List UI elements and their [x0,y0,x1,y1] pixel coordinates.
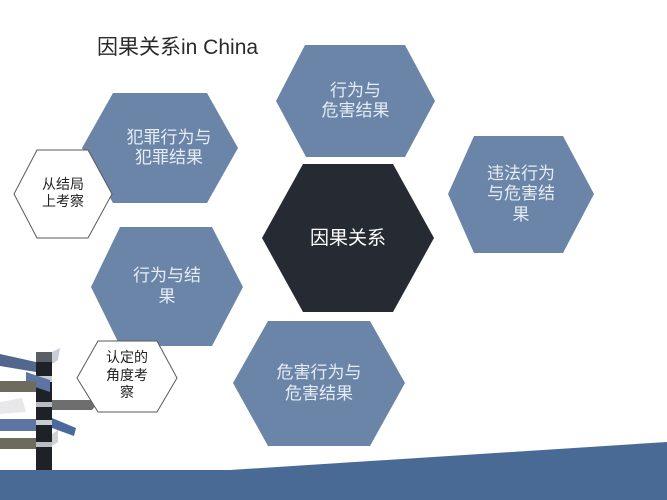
label-line: 从结局 [42,176,84,193]
label-line: 行为与结 [133,266,201,287]
label-line: 察 [120,385,134,402]
title-english: in China [181,36,259,59]
hex-node-top-left [82,93,238,203]
hex-node-bottom [233,321,405,446]
bottom-band [0,442,667,500]
hex-node-right [448,136,594,253]
center-label: 因果关系 [262,164,434,312]
signpost-icon [0,348,96,470]
label-line: 认定的 [106,350,148,367]
label-line: 犯罪行为与 [126,127,212,148]
label-line: 危害结果 [285,383,353,404]
node-label-top-left: 犯罪行为与 犯罪结果 [100,93,238,203]
annotation-label-from-determination: 认定的 角度考 察 [77,341,177,412]
center-label-text: 因果关系 [309,226,386,249]
node-label-bottom: 危害行为与 危害结果 [233,321,405,446]
annotation-label-from-outcome: 从结局 上考察 [14,150,112,238]
hex-annotation-from-determination [76,340,178,413]
node-label-mid-left: 行为与结 果 [91,227,243,346]
label-line: 犯罪结果 [135,148,203,168]
label-line: 与危害结 [487,184,555,205]
hex-annotation-from-outcome [13,149,113,239]
node-label-top: 行为与 危害结果 [276,45,435,157]
label-line: 果 [158,286,176,307]
label-line: 违法行为 [487,163,555,184]
hex-node-mid-left [91,227,243,346]
label-line: 果 [512,204,530,225]
label-line: 危害结果 [321,101,390,121]
label-line: 行为与 [330,80,381,101]
hex-center [262,164,434,312]
hex-node-top [276,45,435,157]
slide-title: 因果关系in China [97,31,258,61]
label-line: 角度考 [106,367,148,384]
label-line: 上考察 [42,194,84,210]
title-chinese: 因果关系 [97,35,181,59]
label-line: 危害行为与 [276,363,362,384]
node-label-right: 违法行为 与危害结 果 [448,136,594,253]
